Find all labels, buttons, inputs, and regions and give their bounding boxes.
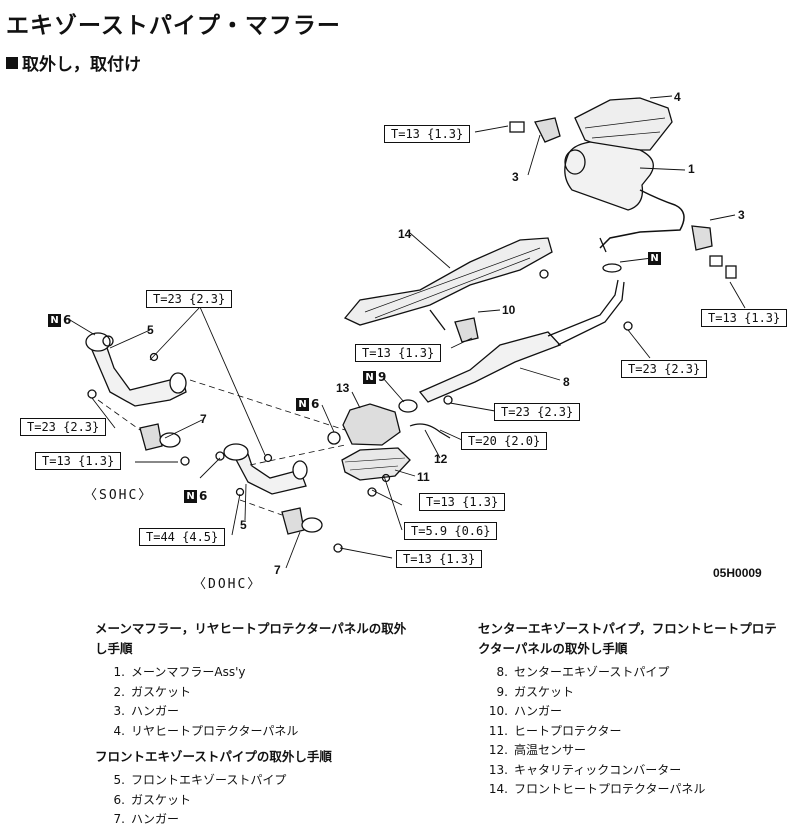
heat-protector xyxy=(341,447,411,481)
procedure-item: 5.フロントエキゾーストパイプ xyxy=(113,773,287,787)
procedure-item: 8.センターエキゾーストパイプ xyxy=(496,665,670,679)
torque-label: T=23 {2.3} xyxy=(146,290,233,308)
new-part-badge: N xyxy=(648,252,661,265)
figure-code: 05H0009 xyxy=(713,566,762,580)
page-title: エキゾーストパイプ・マフラー xyxy=(6,13,341,39)
callout-14: 14 xyxy=(398,227,412,241)
section-heading: 取外し，取付け xyxy=(6,50,141,75)
procedure-item: 4.リヤヒートプロテクターパネル xyxy=(113,723,299,738)
procedure-item: 10.ハンガー xyxy=(488,704,563,718)
procedure-heading: フロントエキゾーストパイプの取外し手順 xyxy=(95,749,332,764)
torque-label: T=23 {2.3} xyxy=(621,360,708,378)
square-bullet-icon xyxy=(6,57,18,69)
callout-7: 7 xyxy=(200,412,207,426)
procedure-item: 6.ガスケット xyxy=(113,792,192,807)
procedure-item: 12.高温センサー xyxy=(488,743,587,757)
torque-label: T=20 {2.0} xyxy=(461,432,548,450)
procedure-right: センターエキゾーストパイプ，フロントヒートプロテクターパネルの取外し手順 8.セ… xyxy=(478,619,778,806)
torque-label: T=13 {1.3} xyxy=(355,344,442,362)
center-exhaust-pipe xyxy=(418,331,562,403)
callout-3: 3 xyxy=(738,208,745,222)
callout-1: 1 xyxy=(688,162,695,176)
callout-5: 5 xyxy=(147,323,154,337)
torque-label: T=13 {1.3} xyxy=(701,309,788,327)
exhaust-exploded-diagram xyxy=(69,95,746,569)
procedure-item: 9.ガスケット xyxy=(496,684,575,699)
section-heading-text: 取外し，取付け xyxy=(22,55,141,75)
procedure-item: 13.キャタリティックコンバーター xyxy=(488,762,682,777)
torque-label: T=13 {1.3} xyxy=(419,493,506,511)
main-muffler xyxy=(564,141,654,211)
torque-label: T=13 {1.3} xyxy=(384,125,471,143)
procedure-item: 2.ガスケット xyxy=(113,684,192,699)
callout-7: 7 xyxy=(274,563,281,577)
procedure-heading: メーンマフラー，リヤヒートプロテクターパネルの取外し手順 xyxy=(95,621,407,656)
procedure-item: 1.メーンマフラーAss'y xyxy=(113,665,246,679)
torque-label: T=13 {1.3} xyxy=(396,550,483,568)
callout-4: 4 xyxy=(674,90,681,104)
engine-label-dohc: 〈DOHC〉 xyxy=(193,577,263,592)
callout-13: 13 xyxy=(336,381,350,395)
callout-8: 8 xyxy=(563,375,570,389)
procedure-item: 7.ハンガー xyxy=(113,812,180,826)
torque-label: T=23 {2.3} xyxy=(20,418,107,436)
torque-label: T=5.9 {0.6} xyxy=(404,522,498,540)
torque-label: T=13 {1.3} xyxy=(35,452,122,470)
procedure-left: メーンマフラー，リヤヒートプロテクターパネルの取外し手順 1.メーンマフラーAs… xyxy=(95,619,415,836)
callout-3: 3 xyxy=(512,170,519,184)
torque-label: T=44 {4.5} xyxy=(139,528,226,546)
procedure-item: 11.ヒートプロテクター xyxy=(488,723,622,738)
callout-5: 5 xyxy=(240,518,247,532)
procedure-item: 14.フロントヒートプロテクターパネル xyxy=(488,782,706,796)
engine-label-sohc: 〈SOHC〉 xyxy=(84,488,154,503)
catalytic-converter xyxy=(342,403,401,446)
procedure-heading: センターエキゾーストパイプ，フロントヒートプロテクターパネルの取外し手順 xyxy=(478,621,777,656)
torque-label: T=23 {2.3} xyxy=(494,403,581,421)
callout-12: 12 xyxy=(434,452,448,466)
callout-10: 10 xyxy=(502,303,516,317)
callout-11: 11 xyxy=(417,470,430,484)
procedure-item: 3.ハンガー xyxy=(113,704,180,718)
